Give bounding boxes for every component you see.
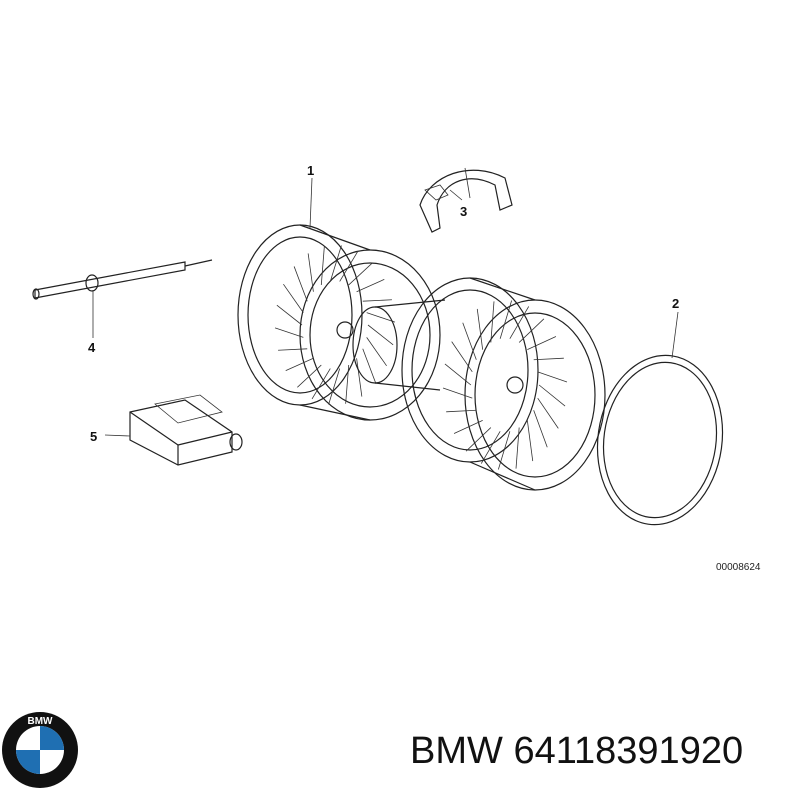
fan-blade	[527, 336, 557, 351]
fan-blade	[446, 409, 477, 413]
fan-blade	[348, 262, 373, 286]
blower-resistor	[129, 394, 243, 466]
fan-blade	[442, 387, 473, 399]
bmw-logo-icon: BMW	[2, 712, 78, 788]
fan-blade	[362, 348, 377, 384]
fan-blade	[307, 253, 314, 292]
fan-blade	[515, 427, 520, 469]
fan-blade	[518, 318, 545, 343]
fan-blade	[537, 397, 559, 429]
callout-1: 1	[307, 163, 314, 178]
fan-blade	[462, 322, 477, 360]
part-title: BMW 64118391920	[410, 730, 743, 773]
fan-blade	[285, 357, 314, 371]
motor-body	[352, 299, 446, 391]
fan-blade	[293, 266, 308, 302]
fan-blade	[345, 364, 350, 404]
fan-blade	[444, 363, 472, 386]
fan-blade	[366, 312, 396, 323]
callout-3: 3	[460, 204, 467, 219]
fan-blade	[497, 431, 511, 470]
fan-blade	[490, 301, 495, 343]
mounting-bracket	[419, 167, 513, 233]
fan-blade	[509, 306, 530, 339]
part-number: 64118391920	[513, 730, 744, 772]
fan-blade	[362, 299, 392, 302]
fan-blade	[533, 357, 564, 361]
fan-blade	[311, 368, 331, 400]
fan-blade	[366, 337, 387, 367]
callout-2: 2	[672, 296, 679, 311]
fan-blade	[533, 410, 548, 448]
fan-blade	[538, 384, 566, 407]
blower-wheel-left	[237, 224, 441, 421]
leader-lines	[92, 177, 679, 437]
fan-blade	[367, 324, 394, 346]
fan-blade	[480, 431, 501, 464]
fan-blade	[356, 279, 385, 293]
fan-blade	[329, 245, 342, 282]
fan-blade	[278, 348, 308, 351]
fan-blade	[526, 420, 534, 462]
brand-name: BMW	[410, 730, 503, 772]
fan-blade	[453, 419, 483, 434]
fan-blade	[465, 427, 492, 452]
sealing-ring	[596, 354, 724, 526]
reference-number: 00008624	[716, 562, 761, 573]
svg-text:BMW: BMW	[28, 716, 54, 727]
fan-blade	[537, 371, 568, 383]
fan-blade	[297, 364, 322, 388]
fan-blade	[274, 327, 304, 338]
fan-blade	[451, 341, 473, 373]
temperature-sensor	[32, 259, 213, 300]
fan-blade	[499, 300, 513, 339]
callout-5: 5	[90, 429, 97, 444]
fan-blade	[339, 250, 359, 282]
callout-4: 4	[88, 340, 96, 355]
fan-blade	[276, 304, 303, 326]
fan-blade	[320, 246, 325, 286]
fan-blade	[476, 308, 484, 350]
fan-blade	[356, 358, 363, 397]
fan-blade	[328, 368, 341, 405]
blower-wheel-right	[401, 277, 606, 491]
fan-blade	[283, 283, 304, 313]
